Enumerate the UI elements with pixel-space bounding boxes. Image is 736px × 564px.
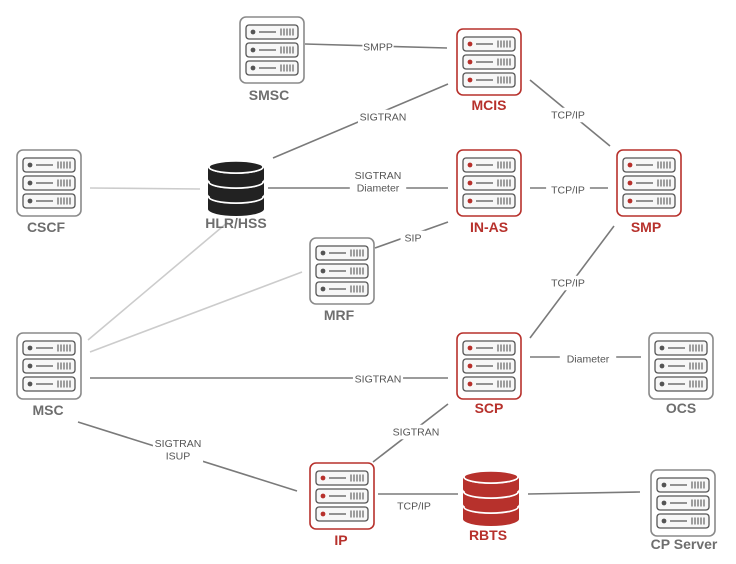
edge-msc-mrf	[89, 271, 303, 353]
edge-line	[527, 491, 641, 495]
edge-ip-rbts: TCP/IP	[378, 493, 458, 514]
edge-msc-scp: SIGTRAN	[90, 371, 448, 387]
edge-label: SIGTRAN	[393, 426, 440, 438]
edge-scp-ocs: Diameter	[530, 351, 641, 367]
node-label: CSCF	[27, 219, 66, 235]
node-label: OCS	[666, 400, 696, 416]
server-icon	[456, 149, 522, 217]
node-hlr: HLR/HSS	[205, 160, 267, 231]
node-label: SCP	[475, 400, 504, 416]
edge-msc-hlr	[87, 221, 229, 341]
node-cpserver: CP Server	[650, 469, 718, 552]
edge-mrf-inas: SIP	[374, 221, 449, 249]
edge-label: TCP/IP	[551, 109, 585, 121]
edge-label-bg	[392, 498, 436, 514]
edge-label: SIGTRAN	[355, 373, 402, 385]
server-icon	[616, 149, 682, 217]
edge-label-bg	[152, 436, 204, 464]
edge-label-bg	[559, 351, 617, 367]
node-rbts: RBTS	[463, 470, 519, 543]
node-smsc: SMSC	[239, 16, 305, 103]
edge-label-bg	[546, 107, 590, 123]
server-icon	[456, 28, 522, 96]
edge-label-bg	[352, 371, 404, 387]
edge-label-bg	[390, 424, 442, 440]
node-label: SMP	[631, 219, 661, 235]
edge-label: TCP/IP	[397, 500, 431, 512]
node-smp: SMP	[616, 149, 682, 235]
node-cscf: CSCF	[16, 149, 82, 235]
edge-label: TCP/IP	[551, 277, 585, 289]
node-label: SMSC	[249, 87, 289, 103]
edge-label: SIP	[405, 232, 422, 244]
edge-smp-scp: TCP/IP	[529, 225, 615, 339]
node-label: MCIS	[472, 97, 507, 113]
server-icon	[648, 332, 714, 400]
edge-cscf-hlr	[89, 187, 201, 190]
database-icon	[208, 160, 264, 216]
edge-label-bg	[546, 182, 590, 198]
edge-mcis-smp: TCP/IP	[529, 79, 611, 147]
node-label: CP Server	[651, 536, 718, 552]
edge-label: Diameter	[567, 353, 610, 365]
edge-hlr-mcis: SIGTRAN	[272, 83, 449, 159]
node-label: HLR/HSS	[205, 215, 266, 231]
node-msc: MSC	[16, 332, 82, 418]
server-icon	[239, 16, 305, 84]
edge-inas-smp: TCP/IP	[530, 182, 608, 198]
node-inas: IN-AS	[456, 149, 522, 235]
edge-label: SIGTRAN	[360, 111, 407, 123]
edge-label: SMPP	[363, 41, 393, 53]
edge-label-bg	[546, 275, 590, 291]
edge-line	[87, 221, 229, 341]
node-scp: SCP	[456, 332, 522, 416]
server-icon	[309, 462, 375, 530]
edge-label: TCP/IP	[551, 184, 585, 196]
node-label: IP	[334, 532, 347, 548]
node-mrf: MRF	[309, 237, 375, 323]
server-icon	[309, 237, 375, 305]
server-icon	[650, 469, 716, 537]
edge-rbts-cpserver	[527, 491, 641, 495]
node-label: MRF	[324, 307, 355, 323]
server-icon	[456, 332, 522, 400]
node-label: IN-AS	[470, 219, 508, 235]
database-icon	[463, 470, 519, 526]
node-label: RBTS	[469, 527, 507, 543]
edge-label-bg	[400, 230, 426, 246]
edge-line	[89, 271, 303, 353]
edge-smsc-mcis: SMPP	[304, 39, 448, 55]
server-icon	[16, 332, 82, 400]
node-label: MSC	[32, 402, 63, 418]
node-ocs: OCS	[648, 332, 714, 416]
server-icon	[16, 149, 82, 217]
edge-label-bg	[357, 109, 409, 125]
edge-label-bg	[362, 39, 394, 55]
nodes-layer: SMSC MCIS CSCF HLR/HSS IN-AS SMP MRF MSC SCP OCS I…	[16, 16, 718, 552]
edge-line	[89, 187, 201, 190]
node-ip: IP	[309, 462, 375, 548]
edge-label-bg	[349, 168, 407, 196]
edge-ip-scp: SIGTRAN	[372, 403, 449, 463]
node-mcis: MCIS	[456, 28, 522, 113]
